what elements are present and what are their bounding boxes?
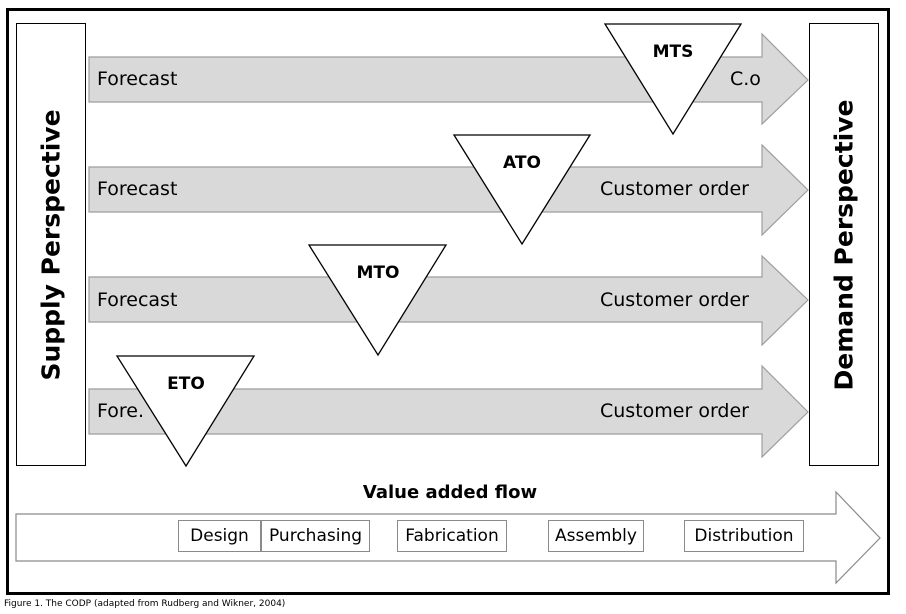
stage-design: Design	[178, 520, 261, 552]
mts-customer-order-label: C.o	[730, 68, 761, 90]
eto-customer-order-label: Customer order	[600, 400, 749, 422]
mts-forecast-label: Forecast	[97, 68, 178, 90]
mto-forecast-label: Forecast	[97, 289, 178, 311]
eto-forecast-label: Fore.	[97, 400, 144, 422]
ato-customer-order-label: Customer order	[600, 178, 749, 200]
mts-strategy-label: MTS	[652, 42, 694, 62]
supply-perspective-label: Supply Perspective	[36, 108, 66, 381]
ato-triangle	[452, 134, 592, 246]
mts-row-arrow	[88, 32, 809, 126]
ato-strategy-label: ATO	[503, 153, 541, 173]
mto-strategy-label: MTO	[356, 263, 400, 283]
mto-triangle	[307, 244, 448, 357]
eto-triangle	[115, 355, 256, 468]
figure-caption: Figure 1. The CODP (adapted from Rudberg…	[4, 599, 286, 609]
supply-perspective-box: Supply Perspective	[16, 23, 86, 466]
stage-fabrication: Fabrication	[397, 520, 507, 552]
mto-customer-order-label: Customer order	[600, 289, 749, 311]
demand-perspective-box: Demand Perspective	[809, 23, 879, 466]
ato-forecast-label: Forecast	[97, 178, 178, 200]
stage-assembly: Assembly	[548, 520, 644, 552]
stage-distribution: Distribution	[684, 520, 804, 552]
figure-frame	[6, 8, 890, 595]
demand-perspective-label: Demand Perspective	[829, 99, 859, 390]
ato-row-arrow	[88, 143, 809, 237]
stage-purchasing: Purchasing	[261, 520, 370, 552]
mts-triangle	[603, 23, 743, 136]
mto-row-arrow	[88, 254, 809, 347]
eto-strategy-label: ETO	[167, 374, 205, 394]
value-flow-title: Value added flow	[362, 482, 538, 503]
